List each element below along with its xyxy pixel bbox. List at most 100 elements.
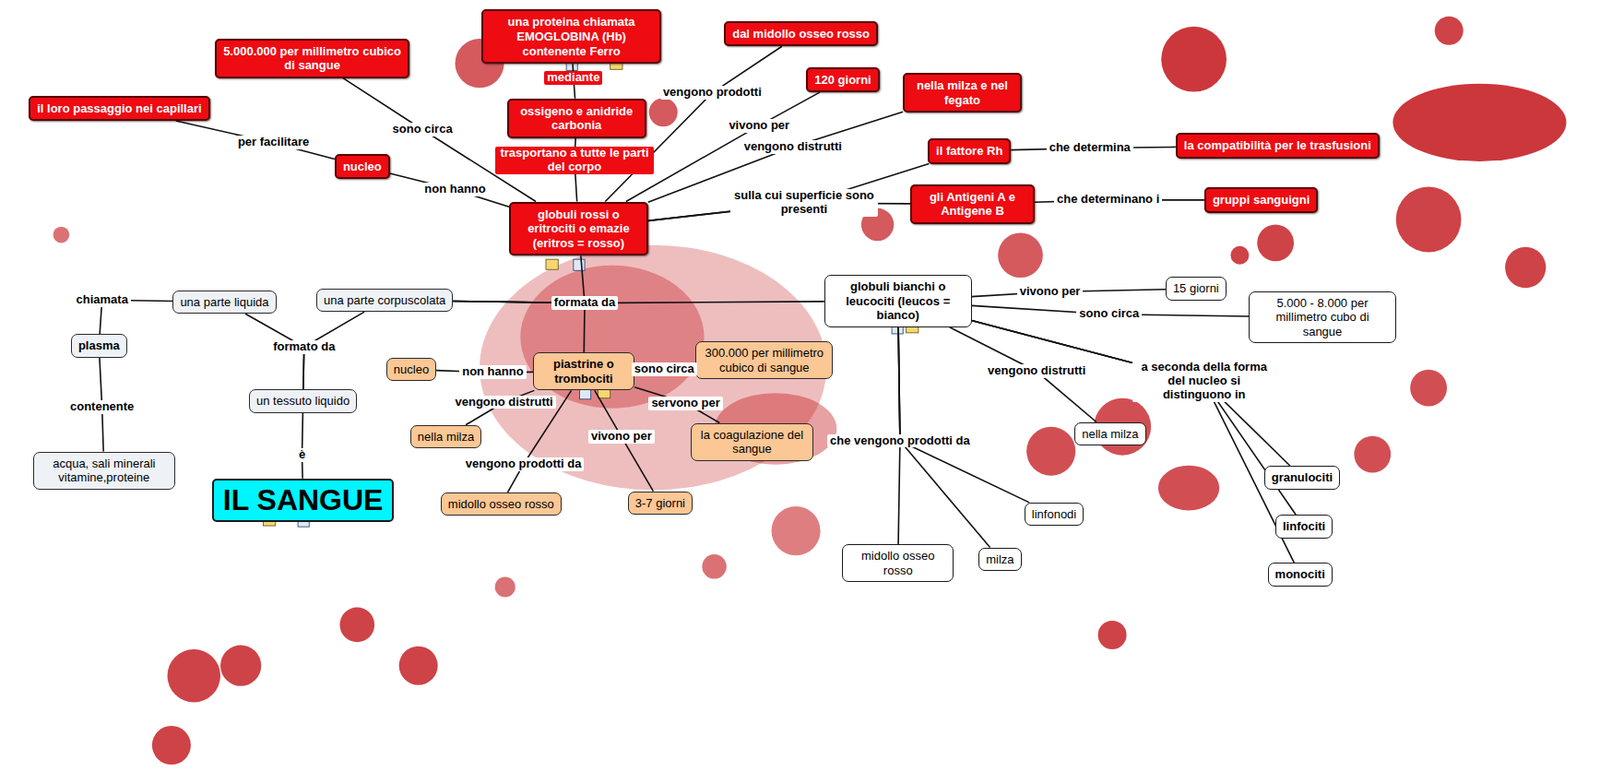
link-label: è [296,448,309,463]
concept-text: midollo osseo rosso [448,497,555,512]
blood-drop [1026,426,1076,476]
connector [971,320,1291,466]
concept-text: 300.000 per millimetro cubico di sangue [702,345,826,375]
link-label: sono circa [1076,307,1142,321]
concept-text: un tessuto liquido [256,393,350,409]
concept-text: ossigeno e anidride carbonia [515,104,639,133]
concept-text: linfonodi [1031,507,1077,522]
blood-splatter [53,16,1567,765]
connector [648,164,930,222]
concept-box: linfonodi [1024,502,1084,527]
concept-box: globuli rossi o eritrociti o emazie (eri… [509,201,649,257]
concept-box: IL SANGUE [212,478,395,522]
concept-box: linfociti [1275,514,1333,539]
concept-text: monociti [1275,567,1326,582]
concept-box: gli Antigeni A e Antigene B [910,184,1034,225]
concept-text: IL SANGUE [223,483,384,518]
concept-box: piastrine o trombociti [533,352,635,391]
link-label: sulla cui superficie sono presenti [730,189,879,217]
concept-text: gli Antigeni A e Antigene B [918,189,1026,219]
note-icon [262,59,918,526]
link-label: contenente [67,400,137,415]
link-label: sono circa [631,362,698,377]
concept-box: nucleo [334,154,391,180]
image-icon [297,59,903,527]
concept-box: la compatibilità per le trasfusioni [1175,132,1380,159]
concept-text: nella milza e nel fegato [911,78,1014,107]
concept-text: una proteina chiamata EMOGLOBINA (Hb) co… [489,14,653,59]
concept-box: un tessuto liquido [248,389,357,414]
concept-box: 15 giorni [1165,276,1227,301]
blood-drop [1161,26,1227,93]
link-label: non hanno [421,182,488,197]
concept-box: il fattore Rh [927,138,1011,165]
blood-drop [1098,620,1127,650]
blood-drop [1410,369,1447,407]
image-icon [573,259,585,271]
blood-drop [166,649,221,703]
concept-text: 120 giorni [814,72,871,88]
connector [176,120,335,159]
concept-text: 5.000.000 per millimetro cubico di sangu… [223,44,403,73]
blood-pool [479,245,827,491]
blood-drop [1505,247,1546,288]
connector [949,327,1097,423]
concept-text: milza [985,552,1014,568]
concept-text: globuli bianchi o leucociti (leucos = bi… [831,279,965,323]
blood-drop [1396,187,1462,253]
link-label: che vengono prodotti da [827,434,973,449]
concept-box: midollo osseo rosso [841,544,954,582]
link-label: chiamata [73,293,131,308]
concept-box: 5.000 - 8.000 per millimetro cubo di san… [1248,291,1397,344]
blood-drop [339,607,375,643]
concept-box: una proteina chiamata EMOGLOBINA (Hb) co… [481,9,662,64]
blood-drop [53,226,71,244]
link-label: vivono per [725,118,793,133]
concept-text: midollo osseo rosso [849,548,947,578]
connector [971,320,1295,563]
concept-box: midollo osseo rosso [440,492,562,517]
concept-text: una parte corpuscolata [323,293,446,309]
connector [390,173,510,207]
link-label: vengono prodotti [660,85,765,100]
concept-text: granulociti [1271,470,1333,486]
concept-text: il loro passaggio nei capillari [36,101,202,117]
concept-box: granulociti [1264,465,1340,490]
concept-text: plasma [78,338,120,354]
connector [898,327,1030,503]
link-label: vengono distrutti [452,395,557,410]
attachment-icons [262,59,918,527]
blood-drop [1256,225,1294,262]
concept-box: dal midollo osseo rosso [723,21,878,48]
link-label: sono circa [390,122,456,137]
blood-drop [1434,16,1464,46]
note-icon [545,259,558,270]
concept-text: la coagulazione del sangue [698,427,806,457]
concept-text: 15 giorni [1173,281,1220,297]
concept-text: gruppi sanguigni [1212,192,1310,208]
concept-text: nella milza [417,429,475,445]
concept-text: acqua, sali minerali vitamine,proteine [40,456,168,486]
blood-drop [649,97,678,127]
concept-text: il fattore Rh [936,143,1003,159]
concept-text: nella milza [1081,426,1138,442]
link-label: vengono distrutti [984,364,1089,379]
concept-box: una parte liquida [172,290,276,315]
concept-box: una parte corpuscolata [316,288,453,313]
link-label: a seconda della forma del nucleo si dist… [1132,360,1276,403]
concept-text: linfociti [1282,519,1326,534]
blood-drop [771,506,821,556]
concept-box: acqua, sali minerali vitamine,proteine [33,451,176,490]
link-label: vengono distrutti [741,140,845,155]
blood-drop [997,232,1043,278]
concept-box: gruppi sanguigni [1204,187,1318,214]
concept-box: la coagulazione del sangue [690,423,813,462]
blood-drop [1158,465,1220,511]
concept-box: nella milza e nel fegato [902,72,1022,113]
concept-text: dal midollo osseo rosso [732,26,870,42]
link-label: che determinano i [1054,192,1162,207]
link-label: vivono per [1017,284,1084,299]
concept-text: 3-7 giorni [635,496,686,511]
concept-box: 300.000 per millimetro cubico di sangue [695,341,833,380]
